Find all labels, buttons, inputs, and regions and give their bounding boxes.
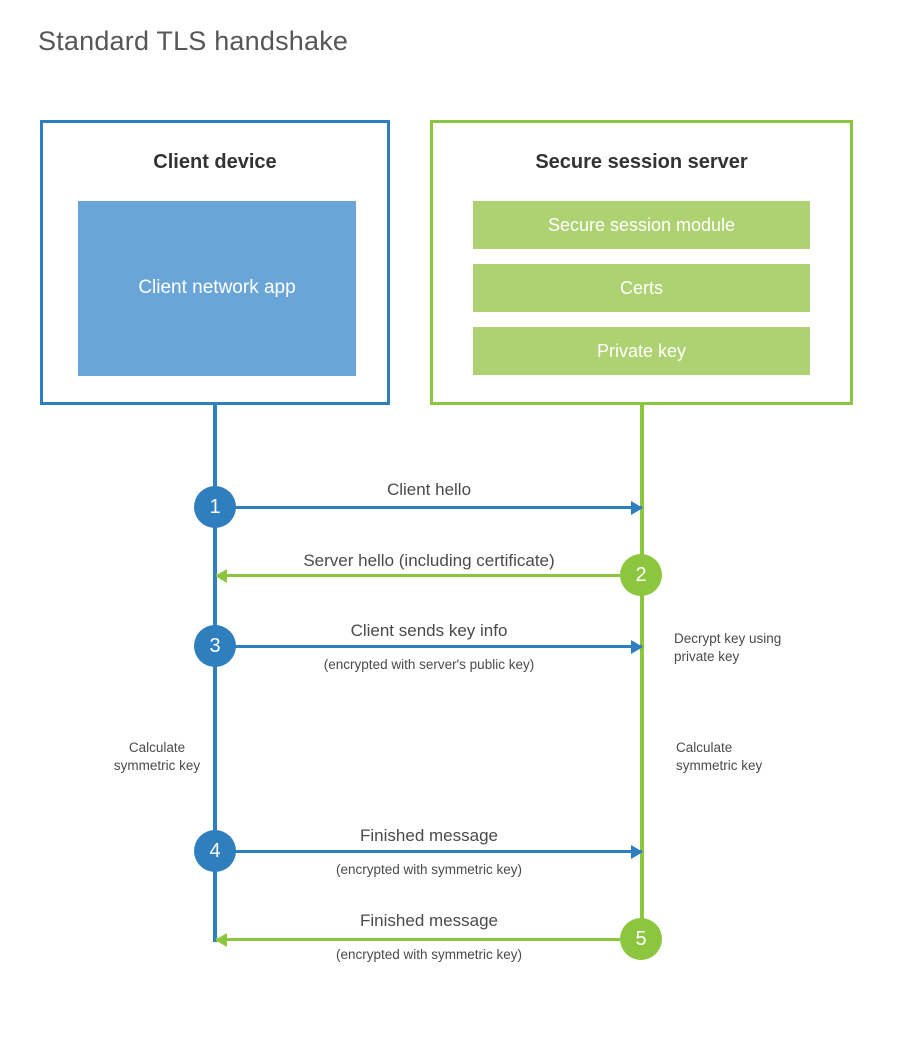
- message-label-3-secondary: (encrypted with server's public key): [323, 657, 535, 672]
- message-label-5: Finished message (encrypted with symmetr…: [216, 912, 642, 962]
- server-lifeline: [640, 402, 644, 939]
- message-arrow-2: [215, 568, 642, 583]
- server-component-private-key: Private key: [473, 327, 810, 375]
- message-label-1: Client hello: [216, 481, 642, 498]
- server-component-secure-session-module: Secure session module: [473, 201, 810, 249]
- step-marker-3: 3: [194, 625, 236, 667]
- step-marker-2: 2: [620, 554, 662, 596]
- message-arrow-3: [216, 639, 643, 654]
- client-network-app-block: Client network app: [78, 201, 356, 376]
- arrow-head-right-icon: [631, 500, 643, 515]
- message-label-2-primary: Server hello (including certificate): [303, 551, 555, 570]
- client-lifeline: [213, 402, 217, 942]
- message-label-3-primary: Client sends key info: [350, 621, 508, 640]
- arrow-head-right-icon: [631, 844, 643, 859]
- secure-session-server-title: Secure session server: [535, 151, 748, 173]
- message-label-3: Client sends key info (encrypted with se…: [216, 622, 642, 672]
- message-arrow-5: [215, 932, 642, 947]
- step-marker-4: 4: [194, 830, 236, 872]
- message-label-1-primary: Client hello: [386, 480, 472, 499]
- message-label-5-primary: Finished message: [360, 911, 498, 930]
- secure-session-server-box: Secure session server Secure session mod…: [430, 120, 853, 405]
- note-decrypt-key: Decrypt key using private key: [674, 631, 782, 665]
- step-marker-1: 1: [194, 486, 236, 528]
- client-device-title: Client device: [153, 151, 277, 173]
- message-label-4-primary: Finished message: [360, 826, 498, 845]
- client-device-box: Client device Client network app: [40, 120, 390, 405]
- message-label-4-secondary: (encrypted with symmetric key): [335, 862, 523, 877]
- message-label-2: Server hello (including certificate): [216, 552, 642, 569]
- server-component-certs: Certs: [473, 264, 810, 312]
- message-arrow-4: [216, 844, 643, 859]
- page-title: Standard TLS handshake: [38, 26, 349, 56]
- step-marker-5: 5: [620, 918, 662, 960]
- message-label-4: Finished message (encrypted with symmetr…: [216, 827, 642, 877]
- message-label-5-secondary: (encrypted with symmetric key): [335, 947, 523, 962]
- message-arrow-1: [216, 500, 643, 515]
- arrow-head-right-icon: [631, 639, 643, 654]
- note-calculate-symmetric-key-client: Calculate symmetric key: [113, 740, 201, 774]
- arrow-head-left-icon: [215, 568, 227, 583]
- arrow-head-left-icon: [215, 932, 227, 947]
- note-calculate-symmetric-key-server: Calculate symmetric key: [676, 740, 763, 774]
